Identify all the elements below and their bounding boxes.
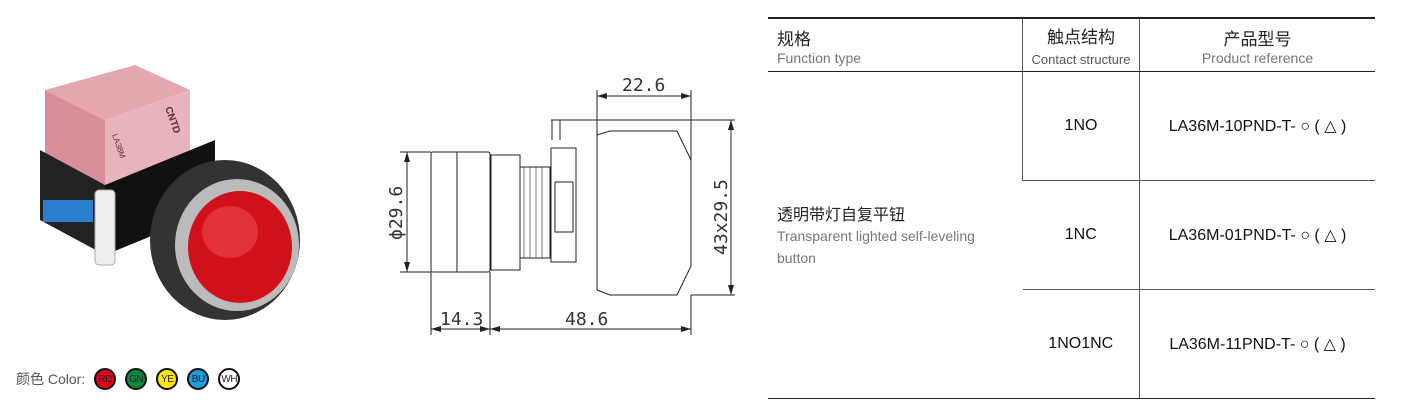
color-white: WH bbox=[218, 368, 241, 390]
color-label-cn: 颜色 bbox=[16, 371, 44, 387]
color-blue: BU bbox=[187, 368, 210, 390]
color-red: RD bbox=[94, 368, 117, 390]
dim-front: 14.3 bbox=[440, 309, 483, 330]
dim-height: 43x29.5 bbox=[711, 179, 732, 255]
color-options: 颜色 Color: RD GN YE BU WH bbox=[16, 368, 241, 390]
dim-length: 48.6 bbox=[565, 309, 608, 330]
color-label: 颜色 Color: bbox=[16, 369, 85, 389]
contact-cell: 1NO bbox=[1022, 71, 1140, 181]
reference-cell: LA36M-11PND-T- ○ ( △ ) bbox=[1139, 289, 1375, 399]
color-yellow: YE bbox=[156, 368, 179, 390]
dim-top: 22.6 bbox=[622, 75, 665, 96]
dim-diameter: ϕ29.6 bbox=[386, 186, 407, 240]
color-green: GN bbox=[125, 368, 148, 390]
dimension-drawing: 22.6 14.3 48.6 ϕ29.6 43x29.5 bbox=[386, 75, 735, 335]
contact-cell: 1NC bbox=[1022, 180, 1140, 290]
product-photo: CNTD LA38M bbox=[40, 65, 300, 320]
reference-cell: LA36M-10PND-T- ○ ( △ ) bbox=[1139, 71, 1375, 181]
reference-cell: LA36M-01PND-T- ○ ( △ ) bbox=[1139, 180, 1375, 290]
color-label-en: Color: bbox=[47, 371, 86, 387]
table-row: 1NC LA36M-01PND-T- ○ ( △ ) bbox=[768, 180, 1375, 290]
table-row: 1NO1NC LA36M-11PND-T- ○ ( △ ) bbox=[768, 289, 1375, 399]
contact-cell: 1NO1NC bbox=[1022, 289, 1140, 399]
